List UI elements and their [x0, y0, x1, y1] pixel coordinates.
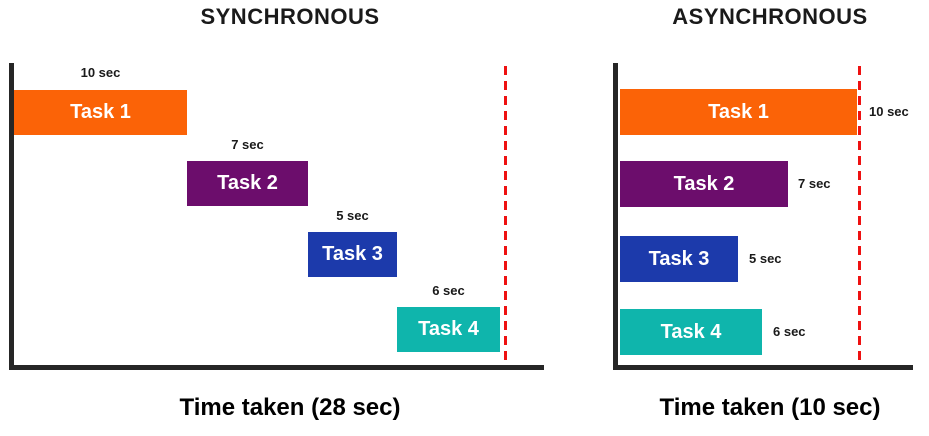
- async-task4-bar: Task 4: [620, 309, 762, 355]
- sync-task1-duration: 10 sec: [80, 65, 121, 80]
- sync-task4-duration: 6 sec: [432, 283, 465, 298]
- async-caption: Time taken (10 sec): [659, 394, 881, 421]
- sync-task3-bar: Task 3: [308, 232, 397, 277]
- async-task1-duration: 10 sec: [869, 104, 909, 119]
- sync-x-axis: [9, 365, 544, 370]
- async-x-axis: [613, 365, 913, 370]
- async-y-axis: [613, 63, 618, 370]
- async-task4-label: Task 4: [660, 320, 722, 343]
- sync-deadline-dashed-line: [504, 66, 507, 363]
- asynchronous-title: ASYNCHRONOUS: [672, 4, 868, 29]
- async-task3-bar: Task 3: [620, 236, 738, 282]
- async-task2-label: Task 2: [673, 172, 735, 195]
- async-task4-duration: 6 sec: [773, 324, 806, 339]
- sync-task4-bar: Task 4: [397, 307, 500, 352]
- sync-task2-label: Task 2: [217, 172, 278, 194]
- async-task3-duration: 5 sec: [749, 251, 782, 266]
- async-task3-label: Task 3: [648, 247, 710, 270]
- sync-task3-duration: 5 sec: [336, 208, 369, 223]
- sync-task2-duration: 7 sec: [231, 137, 264, 152]
- sync-task2-bar: Task 2: [187, 161, 308, 206]
- synchronous-title: SYNCHRONOUS: [200, 4, 380, 29]
- async-deadline-dashed-line: [858, 66, 861, 363]
- async-task1-bar: Task 1: [620, 89, 857, 135]
- sync-task1-bar: Task 1: [14, 90, 187, 135]
- async-task2-bar: Task 2: [620, 161, 788, 207]
- sync-caption: Time taken (28 sec): [179, 394, 401, 421]
- sync-task4-label: Task 4: [418, 318, 479, 340]
- sync-task1-label: Task 1: [70, 101, 131, 123]
- sync-y-axis: [9, 63, 14, 370]
- sync-task3-label: Task 3: [322, 243, 383, 265]
- async-task1-label: Task 1: [708, 100, 769, 123]
- async-task2-duration: 7 sec: [798, 176, 831, 191]
